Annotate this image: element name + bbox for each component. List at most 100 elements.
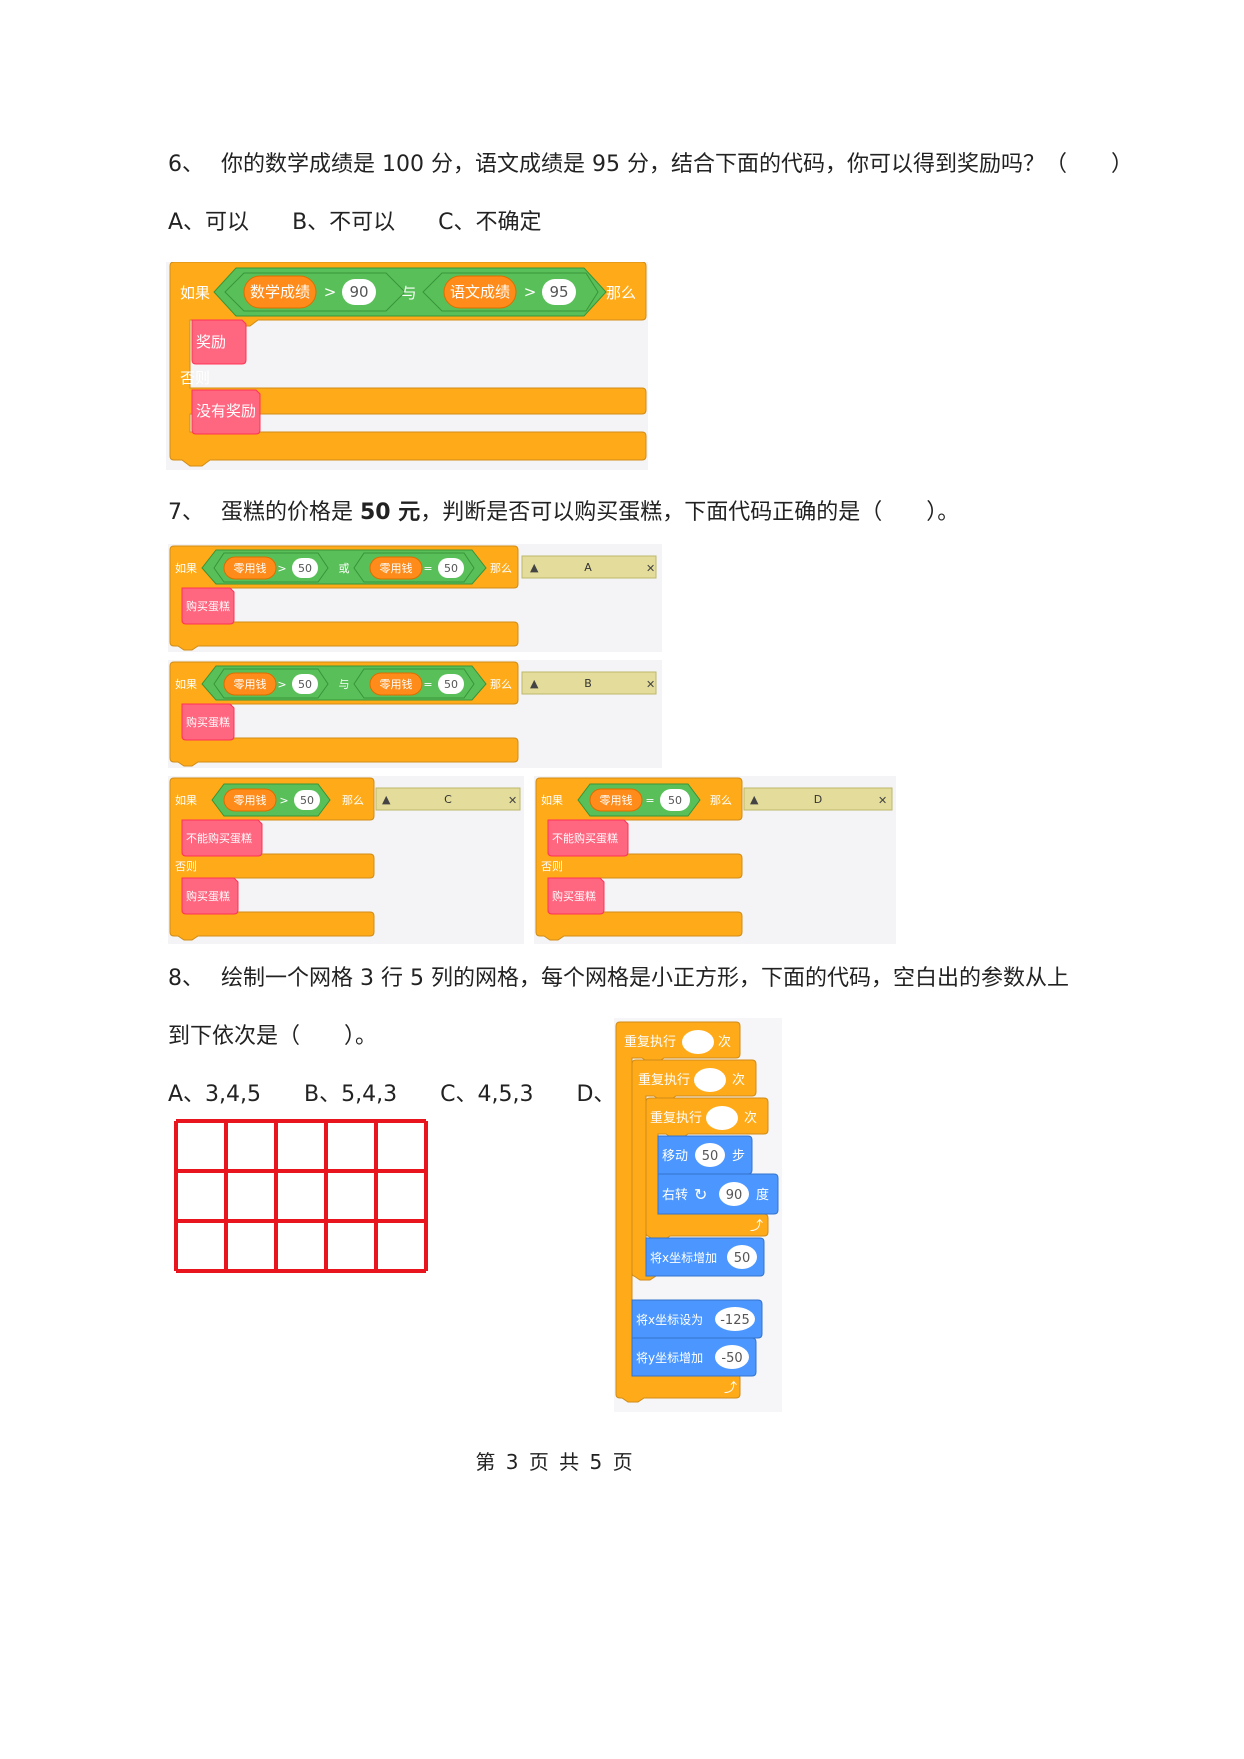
change-y-input[interactable] [715, 1345, 749, 1369]
inner-repeat-blank-input[interactable] [706, 1106, 738, 1130]
change-y-value: -50 [721, 1351, 742, 1366]
comment-b-close-icon[interactable]: ✕ [646, 678, 655, 691]
buy-block-c[interactable] [181, 877, 239, 915]
q7-block-d: 如果 那么 否则 零用钱 = 50 不能购买蛋糕 购买蛋糕 ▲ D ✕ [535, 777, 893, 941]
if-label-d: 如果 [541, 793, 563, 807]
var-b2-label: 零用钱 [380, 677, 413, 691]
val-b1-input[interactable] [292, 674, 318, 694]
outer-loop-arrow-icon: ⤴ [724, 1381, 737, 1396]
q7-code-panel-d: 如果 那么 否则 零用钱 = 50 不能购买蛋糕 购买蛋糕 ▲ D ✕ [534, 776, 896, 944]
val-d: 50 [668, 794, 682, 807]
buy-block-d[interactable] [547, 877, 605, 915]
buy-label-c: 购买蛋糕 [186, 889, 230, 903]
else-label-d: 否则 [541, 860, 563, 873]
val-c-input[interactable] [294, 790, 320, 810]
q8-text-line-1: 8、 绘制一个网格 3 行 5 列的网格，每个网格是小正方形，下面的代码，空白出… [168, 964, 1069, 994]
math-score-variable[interactable] [243, 275, 317, 309]
no-reward-label: 没有奖励 [196, 402, 256, 420]
var-b2[interactable] [369, 672, 423, 696]
set-x-input[interactable] [715, 1307, 755, 1331]
nobuy-block-d[interactable] [547, 819, 629, 857]
comment-c[interactable] [375, 787, 521, 811]
outer-repeat-blank-input[interactable] [682, 1030, 714, 1054]
comment-a[interactable] [521, 555, 657, 579]
then-label-c: 那么 [342, 794, 364, 807]
comment-a-close-icon[interactable]: ✕ [646, 562, 655, 575]
var-b1-label: 零用钱 [234, 677, 267, 691]
val-d-input[interactable] [660, 789, 690, 811]
val-b2-input[interactable] [438, 674, 464, 694]
if-label-c: 如果 [175, 793, 197, 807]
middle-repeat-times: 次 [732, 1072, 745, 1088]
comment-c-close-icon[interactable]: ✕ [508, 794, 517, 807]
var-a1[interactable] [223, 556, 277, 580]
middle-repeat-blank-input[interactable] [694, 1068, 726, 1092]
buy-block-a[interactable] [181, 587, 235, 625]
value-90: 90 [349, 283, 368, 301]
nobuy-label-c: 不能购买蛋糕 [186, 831, 252, 845]
move-input[interactable] [695, 1143, 725, 1167]
else-label: 否则 [180, 369, 210, 387]
var-c-label: 零用钱 [234, 793, 267, 807]
logic-a: 或 [339, 562, 350, 575]
reward-label: 奖励 [196, 333, 226, 351]
else-label-c: 否则 [175, 860, 197, 873]
var-b1[interactable] [223, 672, 277, 696]
turn-input[interactable] [719, 1182, 749, 1206]
turn-right-block[interactable] [657, 1173, 779, 1215]
change-x-input[interactable] [727, 1245, 757, 1269]
q8-options: A、3,4,5 B、5,4,3 C、4,5,3 D、3,5,4 [168, 1080, 671, 1110]
op-b1: > [277, 678, 286, 691]
var-a1-label: 零用钱 [234, 561, 267, 575]
comment-d-close-icon[interactable]: ✕ [878, 794, 887, 807]
comment-c-arrow: ▲ [382, 793, 391, 806]
inner-loop-arrow-icon: ⤴ [750, 1219, 763, 1234]
q7-question-after: ，判断是否可以购买蛋糕，下面代码正确的是（ ）。 [420, 500, 960, 525]
op-a1: > [277, 562, 286, 575]
q6-option-c: C、不确定 [438, 210, 542, 235]
move-value: 50 [702, 1149, 719, 1164]
nobuy-block-c[interactable] [181, 819, 263, 857]
change-y-label: 将y坐标增加 [636, 1351, 703, 1365]
q6-number: 6、 [168, 152, 204, 177]
value-95-input[interactable] [542, 279, 576, 305]
val-b2: 50 [444, 678, 458, 691]
inner-repeat-label: 重复执行 [650, 1110, 702, 1126]
comment-b[interactable] [521, 671, 657, 695]
comment-d-arrow: ▲ [750, 793, 759, 806]
q7-text-line: 7、 蛋糕的价格是 50 元，判断是否可以购买蛋糕，下面代码正确的是（ ）。 [168, 498, 959, 528]
chinese-score-variable[interactable] [443, 275, 517, 309]
q6-options: A、可以 B、不可以 C、不确定 [168, 208, 542, 238]
red-grid-figure [174, 1119, 428, 1273]
var-a2-label: 零用钱 [380, 561, 413, 575]
then-label: 那么 [606, 284, 636, 302]
value-90-input[interactable] [342, 279, 376, 305]
val-a2: 50 [444, 562, 458, 575]
buy-block-b[interactable] [181, 703, 235, 741]
inner-repeat-times: 次 [744, 1110, 757, 1126]
val-a2-input[interactable] [438, 558, 464, 578]
val-a1-input[interactable] [292, 558, 318, 578]
no-reward-block[interactable] [191, 389, 261, 435]
move-label: 移动 [662, 1149, 688, 1164]
val-a1: 50 [298, 562, 312, 575]
outer-repeat-block[interactable] [615, 1021, 741, 1403]
comment-d[interactable] [743, 787, 893, 811]
var-c[interactable] [223, 788, 277, 812]
q6-option-b: B、不可以 [292, 210, 396, 235]
q6-option-a: A、可以 [168, 210, 250, 235]
and-label: 与 [401, 284, 416, 302]
q8-option-a: A、3,4,5 [168, 1082, 262, 1107]
q8-question-line-1: 绘制一个网格 3 行 5 列的网格，每个网格是小正方形，下面的代码，空白出的参数… [221, 966, 1069, 991]
reward-block[interactable] [191, 319, 247, 365]
val-b1: 50 [298, 678, 312, 691]
var-a2[interactable] [369, 556, 423, 580]
buy-label-b: 购买蛋糕 [186, 715, 230, 729]
inner-repeat-block[interactable] [645, 1097, 769, 1241]
op-a2: = [423, 562, 432, 575]
logic-b: 与 [339, 678, 350, 691]
var-d[interactable] [589, 788, 643, 812]
set-x-value: -125 [720, 1313, 750, 1328]
steps-label: 步 [732, 1149, 745, 1164]
if-label-b: 如果 [175, 677, 197, 691]
